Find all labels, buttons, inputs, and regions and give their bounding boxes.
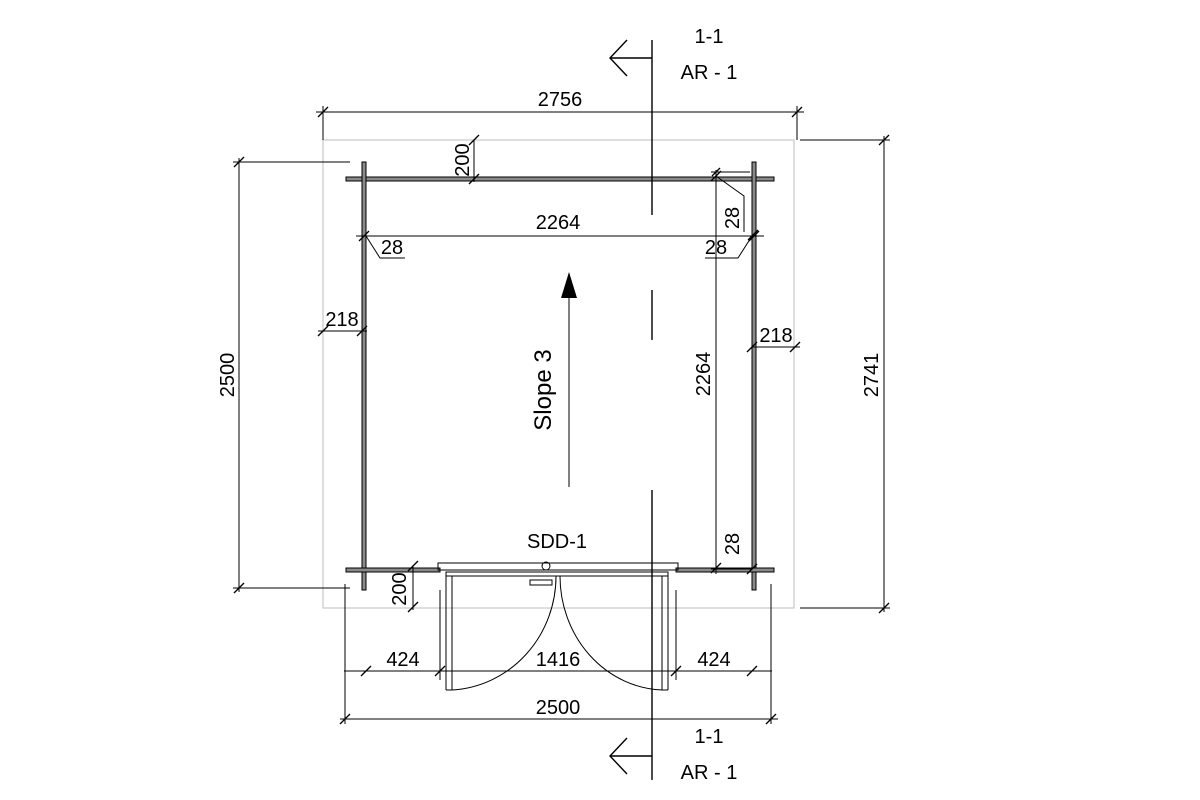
dimension-labels: 2756 2264 28 28 218 218 424 1416 424 250… xyxy=(217,89,883,719)
wall-left xyxy=(361,161,367,591)
section-bottom-number: 1-1 xyxy=(695,726,724,748)
dim-door-side-left: 424 xyxy=(386,649,419,671)
door-frame xyxy=(437,562,679,571)
dim-door-width: 1416 xyxy=(536,649,581,671)
dim-overhang-right: 218 xyxy=(759,325,792,347)
section-top-sheet: AR - 1 xyxy=(681,62,738,84)
wall-right xyxy=(751,161,757,591)
slope-arrow-icon xyxy=(561,272,577,298)
dim-wall-depth-outer: 2500 xyxy=(217,353,239,398)
door-swing-left xyxy=(451,575,557,691)
door-assembly xyxy=(437,561,679,691)
door-threshold xyxy=(445,571,669,577)
annotation-labels: 1-1 AR - 1 1-1 AR - 1 SDD-1 Slope 3 xyxy=(527,26,737,784)
wall-bottom-left xyxy=(345,567,441,573)
dim-wall-thickness-top-left: 28 xyxy=(381,237,403,259)
dim-inner-depth: 2264 xyxy=(693,352,715,397)
dim-overall-roof-depth: 2741 xyxy=(861,353,883,398)
door-tag: SDD-1 xyxy=(527,531,587,553)
door-swing-right xyxy=(559,575,663,691)
walls xyxy=(345,161,775,591)
dim-wall-width-outer: 2500 xyxy=(536,697,581,719)
roof-outline xyxy=(322,139,795,609)
wall-top xyxy=(345,176,775,182)
dim-wall-thickness-right-top: 28 xyxy=(722,207,744,229)
dim-overhang-bottom: 200 xyxy=(389,572,411,605)
dim-wall-thickness-top-right: 28 xyxy=(705,237,727,259)
section-bottom-sheet: AR - 1 xyxy=(681,762,738,784)
dim-overall-roof-width: 2756 xyxy=(538,89,583,111)
dim-wall-thickness-right-bottom: 28 xyxy=(722,533,744,555)
dimension-lines xyxy=(233,106,890,725)
dim-door-side-right: 424 xyxy=(697,649,730,671)
door-handle-icon xyxy=(529,579,553,586)
dim-overhang-top: 200 xyxy=(452,143,474,176)
slope-label: Slope 3 xyxy=(530,349,557,430)
dim-inner-width: 2264 xyxy=(536,212,581,234)
section-top-number: 1-1 xyxy=(695,26,724,48)
slope-arrow xyxy=(561,272,577,487)
dim-overhang-left: 218 xyxy=(325,309,358,331)
section-cut-line xyxy=(609,39,653,780)
